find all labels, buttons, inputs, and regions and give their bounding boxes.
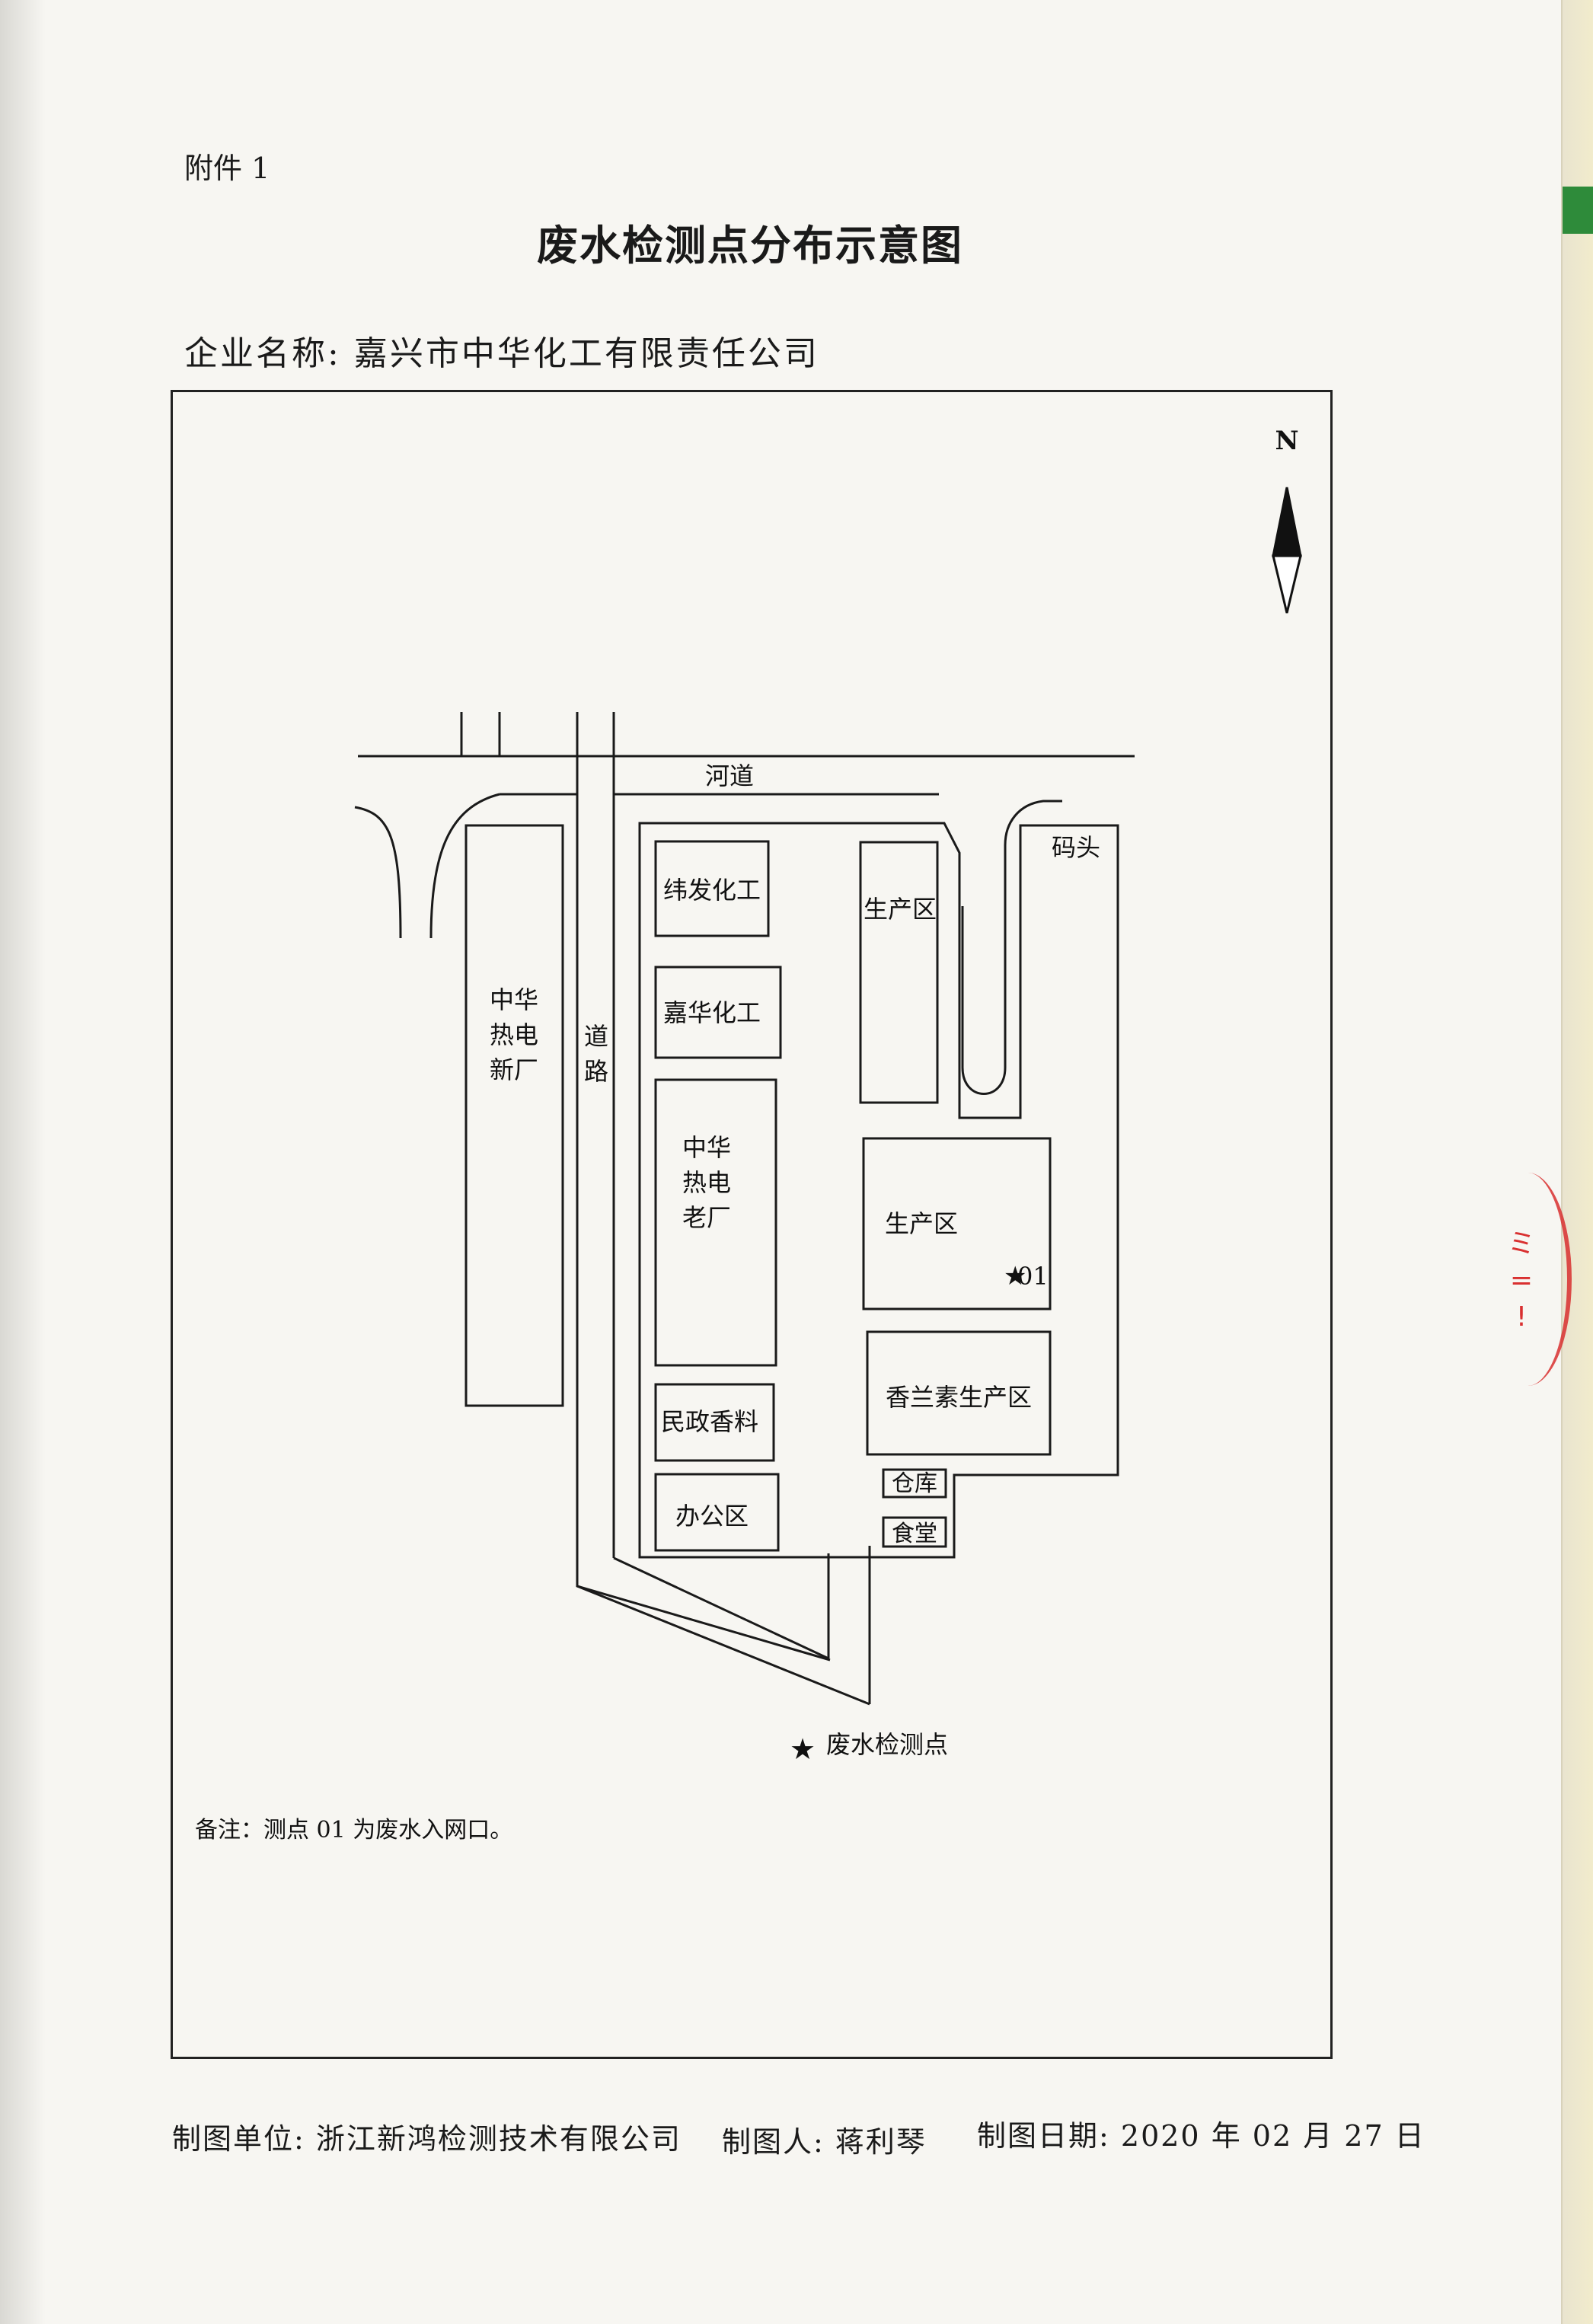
north-label: N bbox=[1275, 426, 1298, 456]
plant-new-line-1: 中华 bbox=[490, 985, 538, 1014]
footer-date-label: 制图日期: bbox=[977, 2119, 1110, 2153]
footer-unit: 制图单位: 浙江新鸿检测技术有限公司 bbox=[172, 2115, 682, 2157]
river-curve-outer bbox=[354, 806, 402, 939]
legend-label: 废水检测点 bbox=[826, 1730, 948, 1759]
road-outer-diag bbox=[576, 1585, 870, 1706]
company-line: 企业名称: 嘉兴市中华化工有限责任公司 bbox=[184, 326, 819, 375]
vanillin-outline bbox=[866, 1330, 1052, 1456]
seal-mark-1: ミ bbox=[1507, 1228, 1535, 1259]
jiahua-label: 嘉华化工 bbox=[663, 998, 761, 1027]
plant-new-line-3: 新厂 bbox=[490, 1055, 538, 1084]
footer-date: 制图日期: 2020 年 02 月 27 日 bbox=[977, 2112, 1425, 2154]
paper-edge bbox=[1561, 0, 1593, 2324]
point-01-star-icon: ★ bbox=[1004, 1261, 1026, 1291]
seal-mark-3: ! bbox=[1515, 1301, 1528, 1333]
attachment-label: 附件 1 bbox=[184, 152, 270, 185]
footer-maker-label: 制图人: bbox=[722, 2125, 825, 2159]
production-main-label: 生产区 bbox=[885, 1209, 958, 1238]
wharf-channel bbox=[961, 800, 1062, 1095]
canteen-outline bbox=[882, 1516, 947, 1548]
point-01-label: 01 bbox=[1017, 1262, 1049, 1291]
north-arrow-icon bbox=[1272, 487, 1302, 614]
minzheng-label: 民政香料 bbox=[661, 1407, 758, 1436]
office-outline bbox=[654, 1473, 780, 1552]
red-seal-edge bbox=[1499, 1173, 1572, 1386]
plant-new-outline bbox=[464, 824, 564, 1407]
company-name: 嘉兴市中华化工有限责任公司 bbox=[353, 334, 819, 373]
road-south-diag bbox=[613, 1556, 829, 1660]
green-tab bbox=[1563, 187, 1593, 234]
footer-maker: 制图人: 蒋利琴 bbox=[722, 2118, 927, 2160]
weifa-label: 纬发化工 bbox=[663, 876, 761, 905]
office-label: 办公区 bbox=[675, 1502, 749, 1531]
production-main-outline bbox=[862, 1137, 1052, 1310]
plant-old-line-1: 中华 bbox=[682, 1133, 731, 1162]
map-note: 备注：测点 01 为废水入网口。 bbox=[195, 1817, 512, 1844]
production-north-label: 生产区 bbox=[864, 895, 937, 924]
wharf-label: 码头 bbox=[1052, 833, 1100, 862]
vanillin-label: 香兰素生产区 bbox=[886, 1383, 1032, 1412]
plant-old-line-2: 热电 bbox=[682, 1168, 731, 1197]
plant-old-line-3: 老厂 bbox=[682, 1203, 731, 1232]
map-frame bbox=[171, 390, 1333, 2059]
plant-old-outline bbox=[654, 1078, 777, 1367]
factory-boundary bbox=[638, 822, 1119, 1559]
seal-mark-2: = bbox=[1509, 1265, 1534, 1296]
warehouse-label: 仓库 bbox=[892, 1470, 937, 1497]
jiahua-outline bbox=[654, 966, 782, 1059]
footer-date-value: 2020 年 02 月 27 日 bbox=[1120, 2119, 1425, 2153]
minzheng-outline bbox=[654, 1383, 775, 1462]
page-title: 废水检测点分布示意图 bbox=[537, 221, 963, 270]
weifa-outline bbox=[654, 840, 770, 937]
footer-unit-value: 浙江新鸿检测技术有限公司 bbox=[315, 2122, 682, 2156]
production-north-outline bbox=[859, 841, 939, 1104]
road-label-2: 路 bbox=[584, 1057, 608, 1086]
river-curve-inner bbox=[429, 793, 500, 939]
footer-maker-value: 蒋利琴 bbox=[835, 2125, 927, 2159]
canteen-label: 食堂 bbox=[892, 1521, 937, 1547]
legend-star-icon: ★ bbox=[790, 1732, 816, 1766]
river-label: 河道 bbox=[705, 761, 754, 790]
paper-shadow bbox=[0, 0, 46, 2324]
footer-unit-label: 制图单位: bbox=[172, 2122, 305, 2156]
plant-new-line-2: 热电 bbox=[490, 1020, 538, 1049]
warehouse-outline bbox=[882, 1468, 947, 1499]
company-label: 企业名称: bbox=[184, 334, 341, 373]
road-label-1: 道 bbox=[584, 1022, 608, 1051]
red-seal-marks: ミ = ! bbox=[1506, 1226, 1537, 1336]
